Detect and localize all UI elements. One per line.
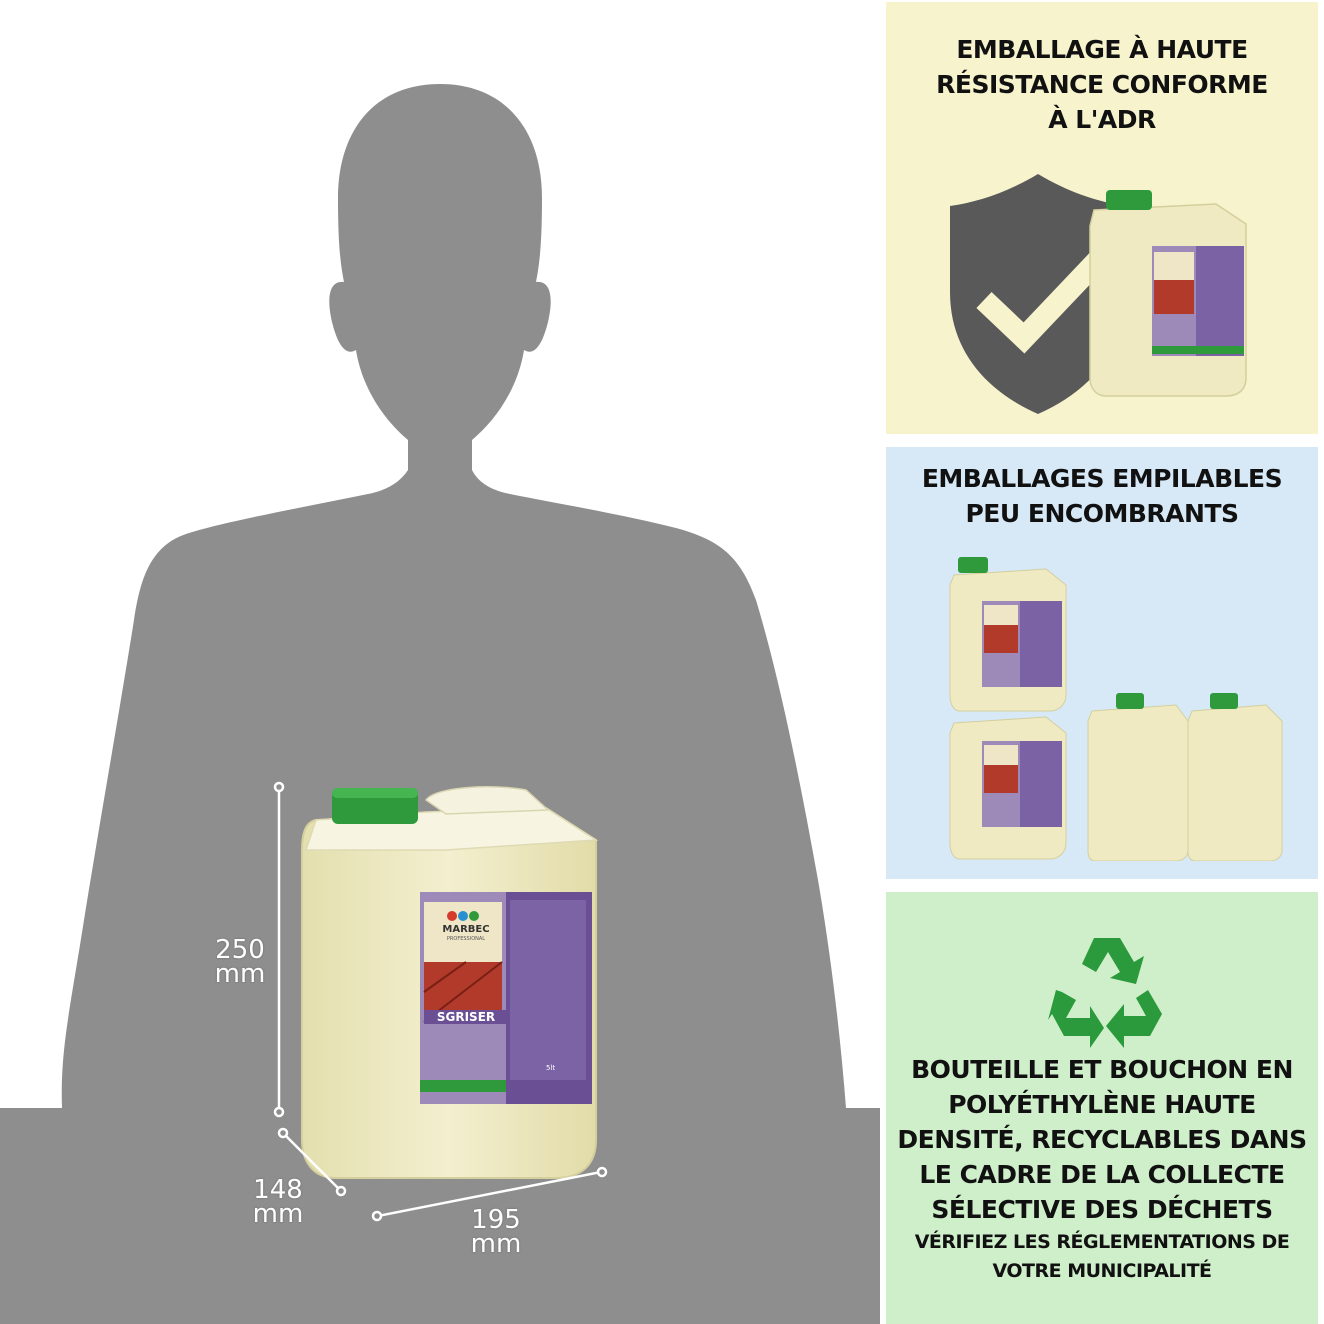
height-unit: mm xyxy=(214,959,266,989)
height-dimension-label: 250 mm xyxy=(206,935,274,989)
person-silhouette xyxy=(0,84,880,1324)
recycle-line5: SÉLECTIVE DES DÉCHETS xyxy=(931,1195,1273,1224)
recycle-note: VÉRIFIEZ LES RÉGLEMENTATIONS DE VOTRE MU… xyxy=(886,1228,1318,1286)
recycle-note-line2: VOTRE MUNICIPALITÉ xyxy=(992,1260,1212,1282)
height-value: 250 xyxy=(215,935,265,965)
width-dimension-label: 195 mm xyxy=(462,1205,530,1259)
width-unit: mm xyxy=(470,1229,522,1259)
product-volume: 5lt xyxy=(546,1064,556,1072)
panel-stackable: EMBALLAGES EMPILABLES PEU ENCOMBRANTS xyxy=(886,447,1318,879)
adr-title: EMBALLAGE À HAUTE RÉSISTANCE CONFORME À … xyxy=(886,32,1318,137)
product-brand: MARBEC xyxy=(442,924,490,935)
recycle-line3: DENSITÉ, RECYCLABLES DANS xyxy=(897,1125,1307,1154)
panel-adr: EMBALLAGE À HAUTE RÉSISTANCE CONFORME À … xyxy=(886,2,1318,434)
adr-title-line3: À L'ADR xyxy=(1048,105,1156,134)
recycle-text: BOUTEILLE ET BOUCHON EN POLYÉTHYLÈNE HAU… xyxy=(886,1052,1318,1227)
depth-dimension-label: 148 mm xyxy=(244,1175,312,1229)
stack-title: EMBALLAGES EMPILABLES PEU ENCOMBRANTS xyxy=(886,461,1318,531)
product-name: SGRISER xyxy=(424,1010,508,1024)
adr-title-line1: EMBALLAGE À HAUTE xyxy=(956,35,1248,64)
recycle-icon xyxy=(1048,938,1162,1048)
stack-title-line1: EMBALLAGES EMPILABLES xyxy=(921,464,1283,493)
dimension-lines xyxy=(273,781,608,1222)
width-value: 195 xyxy=(471,1205,521,1235)
panel-recycle: BOUTEILLE ET BOUCHON EN POLYÉTHYLÈNE HAU… xyxy=(886,892,1318,1324)
adr-title-line2: RÉSISTANCE CONFORME xyxy=(936,70,1268,99)
recycle-line1: BOUTEILLE ET BOUCHON EN xyxy=(911,1055,1293,1084)
depth-value: 148 xyxy=(253,1175,303,1205)
stacked-jerrycans-illustration xyxy=(949,557,1283,861)
recycle-line4: LE CADRE DE LA COLLECTE xyxy=(919,1160,1285,1189)
stack-title-line2: PEU ENCOMBRANTS xyxy=(965,499,1239,528)
recycle-line2: POLYÉTHYLÈNE HAUTE xyxy=(948,1090,1256,1119)
recycle-note-line1: VÉRIFIEZ LES RÉGLEMENTATIONS DE xyxy=(914,1231,1290,1253)
product-brand-sub: PROFESSIONAL xyxy=(446,936,486,942)
jerrycan-adr xyxy=(1089,190,1247,397)
depth-unit: mm xyxy=(252,1199,304,1229)
shield-check-icon xyxy=(950,174,1126,414)
jerrycan-large xyxy=(301,786,599,1179)
